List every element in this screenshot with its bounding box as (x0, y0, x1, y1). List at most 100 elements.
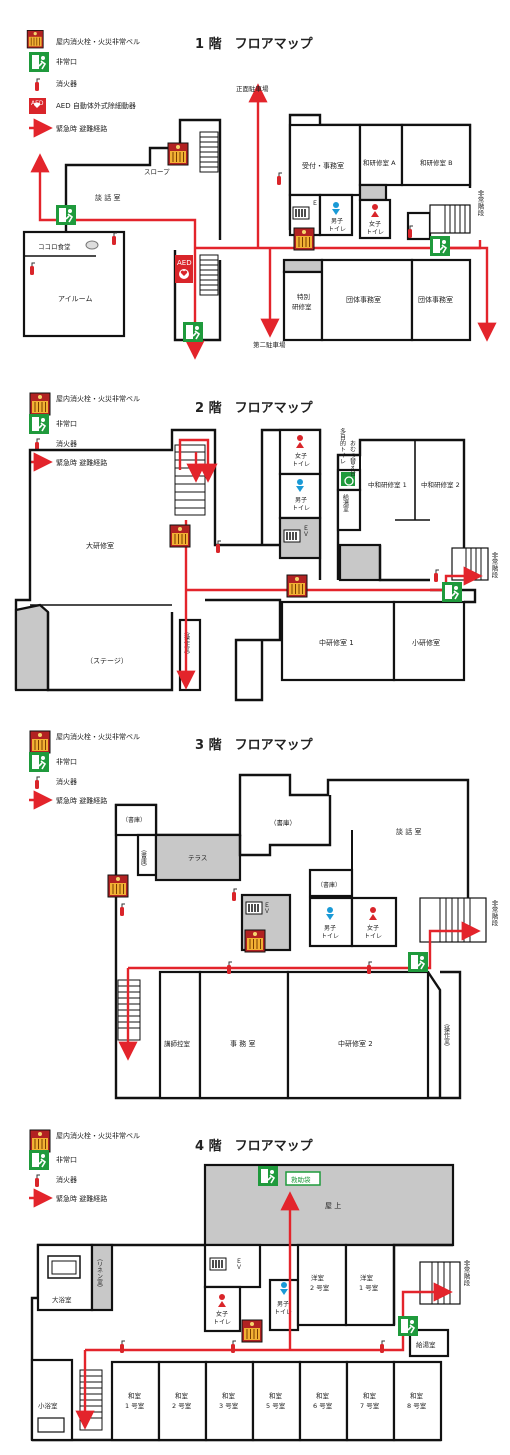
svg-text:男子: 男子 (295, 497, 307, 504)
svg-text:救助袋: 救助袋 (291, 1175, 311, 1184)
svg-text:講師控室: 講師控室 (164, 1039, 191, 1048)
aed-icon: AED (175, 255, 193, 283)
svg-text:男子: 男子 (277, 1301, 289, 1308)
svg-text:大浴室: 大浴室 (52, 1295, 72, 1304)
hydrant-icon (241, 1319, 263, 1343)
svg-text:トイレ: トイレ (321, 933, 339, 940)
exit-icon (182, 321, 204, 343)
svg-text:消火器: 消火器 (56, 439, 77, 448)
exit-icon (441, 581, 463, 603)
room-group1 (320, 258, 414, 342)
men-label-2: トイレ (328, 226, 346, 233)
svg-text:談 話 室: 談 話 室 (396, 827, 421, 836)
gray-block (358, 183, 388, 202)
legend-floor2: 屋内消火栓・火災非常ベル 非常口 消火器 緊急時 避難経路 (28, 392, 140, 472)
elevator-icon (292, 206, 310, 220)
floor2-map: 大研修室 （ステージ） （操作室） 女子 トイレ 男子 トイレ ＥＶ (14, 427, 498, 702)
stage-label: （ステージ） (86, 657, 128, 665)
svg-text:（書庫）: （書庫） (270, 818, 296, 827)
room-japanese-label: 和室 (410, 1391, 424, 1400)
svg-text:非常口: 非常口 (56, 757, 77, 766)
svg-text:消火器: 消火器 (56, 777, 77, 786)
floor4-map: 屋 上 救助袋 大浴室 （リネン室） ＥＶ 女子 トイレ 男子 トイレ 洋室 2… (30, 1163, 470, 1442)
exit-icon (429, 235, 451, 257)
svg-text:消火器: 消火器 (56, 1175, 77, 1184)
room-japanese-number: 6 号室 (313, 1401, 333, 1410)
stairs-1b (199, 254, 219, 296)
room-trainingA-label: 和研修室 A (363, 158, 396, 167)
room-japanese (392, 1360, 443, 1442)
room-group2-label: 団体事務室 (418, 295, 453, 304)
svg-text:トイレ: トイレ (213, 1319, 231, 1326)
legend-aed: AED 自動体外式除細動器 (56, 101, 136, 110)
stairs-4-emergency (419, 1261, 461, 1305)
svg-text:女子: 女子 (295, 452, 307, 460)
hydrant-icon (167, 142, 189, 166)
svg-text:ＥＶ: ＥＶ (235, 1258, 242, 1270)
elevator-icon (245, 901, 263, 915)
room-western1 (344, 1243, 396, 1327)
room-japanese-label: 和室 (316, 1391, 330, 1400)
extinguisher-icon (34, 776, 41, 790)
svg-text:事 務 室: 事 務 室 (230, 1039, 255, 1048)
stage-gray (14, 603, 50, 692)
hydrant-icon (29, 392, 51, 416)
room-iroom-label: アイルーム (58, 295, 92, 303)
svg-text:トイレ: トイレ (274, 1309, 292, 1316)
gray-strip (282, 258, 324, 274)
legend-extinguisher: 消火器 (56, 79, 77, 88)
slope-label: スロープ (144, 168, 170, 176)
room-japanese-number: 2 号室 (172, 1401, 192, 1410)
hydrant-icon (286, 574, 308, 598)
hydrant-icon (107, 874, 129, 898)
hydrant-icon (293, 227, 315, 251)
emergency-stairs-label: 非常階段 (476, 189, 484, 218)
svg-text:中研修室 1: 中研修室 1 (319, 638, 354, 647)
wall-stage (46, 612, 174, 692)
svg-text:非常口: 非常口 (56, 1155, 77, 1164)
exit-icon (407, 951, 429, 973)
floor3-title: 3 階 フロアマップ (195, 737, 314, 753)
svg-text:AED: AED (177, 259, 192, 267)
women-label-1: 女子 (369, 220, 381, 228)
room-japanese-label: 和室 (222, 1391, 236, 1400)
svg-text:屋内消火栓・火災非常ベル: 屋内消火栓・火災非常ベル (56, 394, 140, 403)
exit-icon (28, 751, 50, 773)
legend-floor1: 屋内消火栓・火災非常ベル 非常口 消火器 AED AED 自動体外式除細動器 緊… (26, 29, 140, 138)
room-office (198, 970, 290, 1100)
svg-text:1 号室: 1 号室 (359, 1283, 379, 1292)
room-special-label-2: 研修室 (292, 302, 312, 311)
diaper-label: おむつ替え台 (349, 440, 356, 477)
svg-text:男子: 男子 (324, 925, 336, 932)
svg-text:2 号室: 2 号室 (310, 1283, 330, 1292)
women-label-2: トイレ (366, 229, 384, 236)
room-trainingB (400, 123, 472, 187)
exit-icon (55, 204, 77, 226)
hydrant-icon (29, 730, 51, 754)
men-label-1: 男子 (331, 218, 343, 225)
room-special-label-1: 特別 (297, 292, 310, 301)
room-japanese-number: 8 号室 (407, 1401, 427, 1410)
floor4-title: 4 階 フロアマップ (195, 1138, 314, 1154)
extinguisher-icon (34, 78, 41, 92)
ev-label: ＥＶ (312, 200, 324, 207)
room-group2 (410, 258, 472, 342)
men-toilet (268, 1278, 300, 1332)
men-toilet (308, 896, 354, 948)
svg-text:洋室: 洋室 (360, 1273, 374, 1282)
room-reception (288, 123, 362, 197)
second-parking-label: 第二駐車場 (253, 340, 286, 349)
svg-text:（書庫）: （書庫） (122, 816, 146, 824)
svg-text:屋 上: 屋 上 (325, 1201, 341, 1210)
svg-text:女子: 女子 (367, 924, 379, 932)
men-toilet (318, 193, 354, 237)
svg-text:非常口: 非常口 (56, 419, 77, 428)
room-trainingB-label: 和研修室 B (420, 158, 453, 167)
exit-icon (257, 1165, 279, 1187)
svg-text:（リネン室）: （リネン室） (96, 1255, 103, 1291)
linen-room (90, 1243, 114, 1312)
room-japanese (298, 1360, 349, 1442)
legend-exit: 非常口 (56, 57, 77, 66)
room-reception-label: 受付・事務室 (302, 161, 344, 170)
